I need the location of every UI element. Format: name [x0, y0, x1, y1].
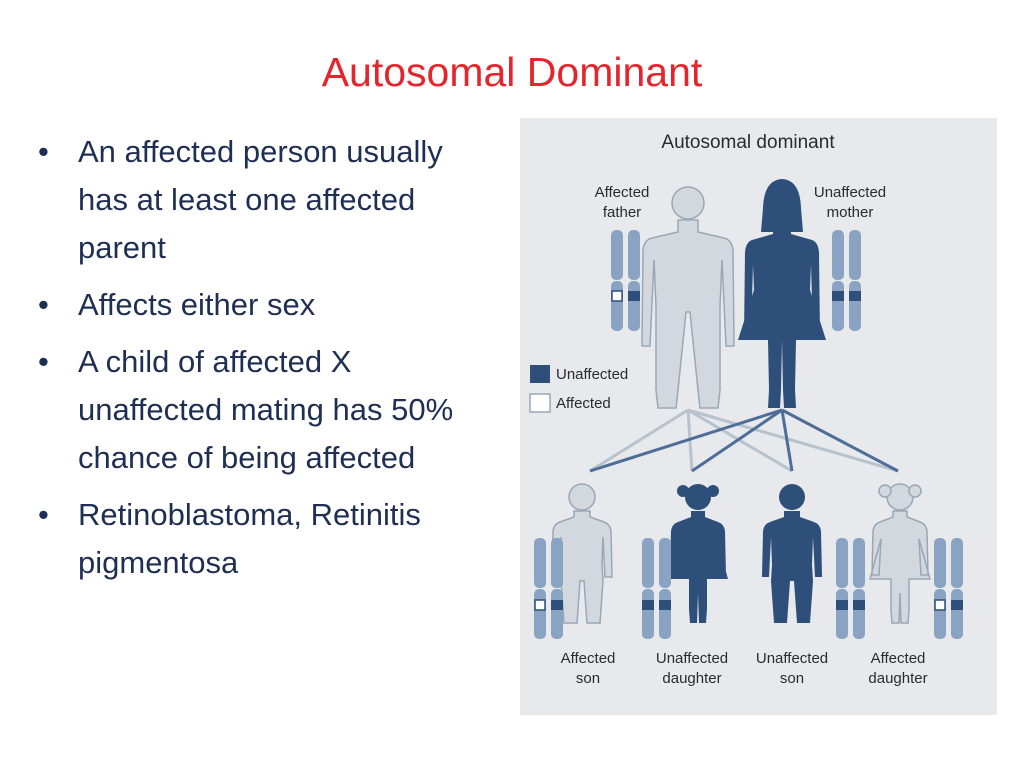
affected-son-chromosomes	[534, 538, 563, 639]
mother-inheritance-lines	[589, 408, 899, 473]
unaffected-mother-figure	[738, 179, 826, 408]
affected-daughter-chromosomes	[934, 538, 963, 639]
legend-swatch-affected	[529, 393, 551, 413]
affected-father-figure	[641, 186, 735, 409]
unaffected-son-figure	[762, 484, 822, 623]
bullet-list: An affected person usually has at least …	[38, 128, 498, 596]
pedigree-svg: Autosomal dominant Affected father Unaff…	[529, 132, 963, 687]
legend-label-affected: Affected	[556, 395, 611, 412]
inheritance-diagram: Autosomal dominant Affected father Unaff…	[520, 118, 997, 715]
mother-label-line1: Unaffected	[814, 184, 886, 201]
unaffected-daughter-figure	[668, 484, 728, 623]
father-label-line1: Affected	[595, 184, 650, 201]
bullet-item: Retinoblastoma, Retinitis pigmentosa	[38, 491, 498, 587]
father-inheritance-lines	[589, 408, 899, 473]
child-3-label-line1: Unaffected	[756, 650, 828, 667]
child-2-label-line1: Unaffected	[656, 650, 728, 667]
father-label-line2: father	[603, 204, 641, 221]
figure-title: Autosomal dominant	[661, 132, 835, 153]
mother-label-line2: mother	[827, 204, 874, 221]
child-1-label-line1: Affected	[561, 650, 616, 667]
child-2-label-line2: daughter	[662, 670, 721, 687]
legend-swatch-unaffected	[530, 365, 550, 383]
father-chromosomes	[611, 230, 640, 331]
bullet-item: Affects either sex	[38, 281, 498, 329]
child-4-label-line2: daughter	[868, 670, 927, 687]
mother-chromosomes	[832, 230, 861, 331]
child-4-label-line1: Affected	[871, 650, 926, 667]
unaffected-son-chromosomes	[836, 538, 865, 639]
legend-label-unaffected: Unaffected	[556, 366, 628, 383]
bullet-item: A child of affected X unaffected mating …	[38, 338, 498, 482]
child-1-label-line2: son	[576, 670, 600, 687]
unaffected-daughter-chromosomes	[642, 538, 671, 639]
affected-daughter-figure	[869, 483, 931, 624]
child-3-label-line2: son	[780, 670, 804, 687]
bullet-item: An affected person usually has at least …	[38, 128, 498, 272]
slide-title: Autosomal Dominant	[321, 49, 703, 95]
